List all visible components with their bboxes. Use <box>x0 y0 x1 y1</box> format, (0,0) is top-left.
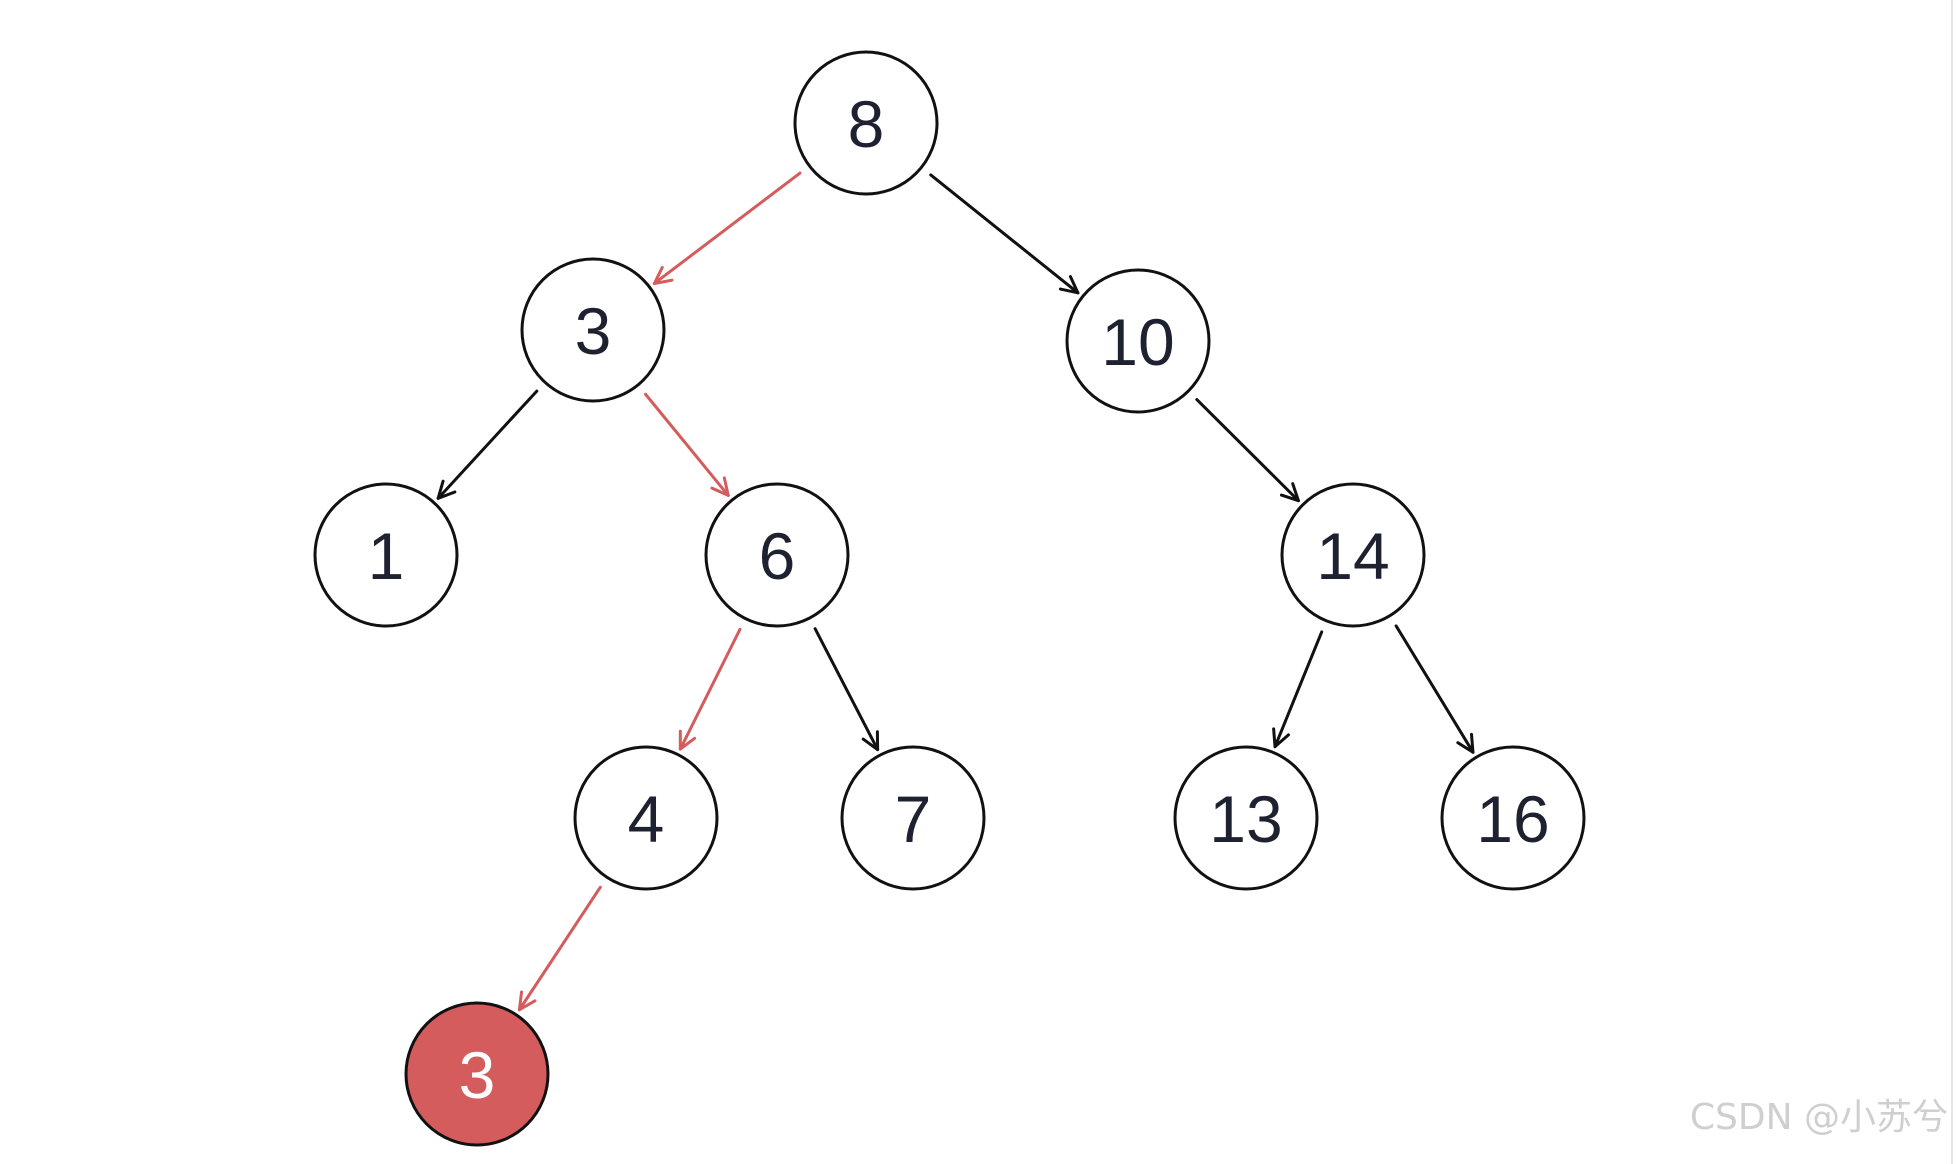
node-value: 3 <box>459 1038 496 1112</box>
node-circle <box>520 257 666 403</box>
right-border <box>1951 0 1953 1164</box>
tree-node: 4 <box>573 745 719 891</box>
tree-node: 14 <box>1280 482 1426 628</box>
edge-n6-to-n4-highlighted <box>678 627 742 751</box>
node-value: 4 <box>628 782 665 856</box>
node-value: 8 <box>848 87 885 161</box>
edge-n14-to-n16 <box>1394 624 1475 754</box>
edges <box>436 171 1475 1012</box>
edge-n8-to-n10 <box>929 173 1080 295</box>
edge-n8-to-n3-highlighted <box>652 171 802 285</box>
tree-node: 6 <box>704 482 850 628</box>
node-circle <box>704 482 850 628</box>
edge-n14-to-n13 <box>1272 630 1324 749</box>
node-value: 1 <box>368 519 405 593</box>
tree-node: 16 <box>1440 745 1586 891</box>
tree-node: 8 <box>793 50 939 196</box>
node-circle <box>313 482 459 628</box>
node-value: 7 <box>895 782 932 856</box>
node-value: 14 <box>1316 519 1389 593</box>
edge-n6-to-n7 <box>813 627 880 752</box>
node-circle <box>840 745 986 891</box>
tree-node: 3 <box>520 257 666 403</box>
node-circle <box>793 50 939 196</box>
node-circle <box>1173 745 1319 891</box>
node-circle <box>1065 268 1211 414</box>
node-value: 6 <box>759 519 796 593</box>
node-circle <box>1440 745 1586 891</box>
node-value: 16 <box>1476 782 1549 856</box>
edge-n4-to-n3new-highlighted <box>517 885 602 1012</box>
node-value: 3 <box>575 294 612 368</box>
edge-n3-to-n6-highlighted <box>644 392 730 497</box>
tree-node-inserted: 3 <box>404 1001 550 1147</box>
tree-node: 1 <box>313 482 459 628</box>
node-value: 10 <box>1101 305 1174 379</box>
node-circle <box>1280 482 1426 628</box>
node-circle <box>404 1001 550 1147</box>
tree-node: 7 <box>840 745 986 891</box>
edge-n10-to-n14 <box>1195 398 1300 503</box>
edge-n3-to-n1 <box>436 389 539 500</box>
tree-node: 10 <box>1065 268 1211 414</box>
watermark: CSDN @小苏兮 <box>1689 1097 1948 1138</box>
node-circle <box>573 745 719 891</box>
node-value: 13 <box>1209 782 1282 856</box>
tree-node: 13 <box>1173 745 1319 891</box>
